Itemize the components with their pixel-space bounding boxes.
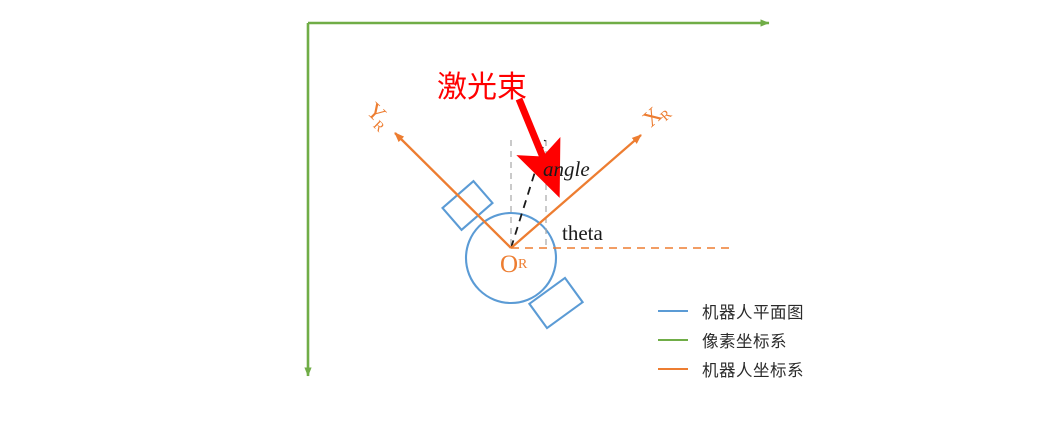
legend-item-pixel-frame: 像素坐标系 [658, 325, 918, 354]
origin-label-subscript: R [518, 257, 528, 272]
line-swatch-icon [658, 309, 688, 312]
origin-label-group: O R [500, 251, 528, 278]
pixel-coordinate-system [304, 19, 770, 377]
legend: 机器人平面图 像素坐标系 机器人坐标系 [658, 296, 918, 383]
theta-label: theta [562, 221, 603, 245]
laser-beam-label: 激光束 [437, 70, 527, 105]
legend-label-robot-frame: 机器人坐标系 [702, 360, 804, 380]
x-axis-label-group: X R [638, 102, 676, 132]
robot-y-axis [394, 132, 512, 249]
robot-x-axis [510, 134, 642, 249]
robot-wheel-right [527, 276, 585, 330]
legend-label-robot-plan: 机器人平面图 [702, 302, 804, 322]
y-axis-label-group: Y R [362, 98, 392, 136]
robot-chassis-circle [464, 211, 558, 305]
laser-beam-callout: 激光束 [437, 70, 561, 198]
line-swatch-icon [658, 367, 688, 370]
angle-label: angle [543, 157, 590, 181]
origin-label: O [500, 251, 518, 278]
line-swatch-icon [658, 338, 688, 341]
legend-item-robot-plan: 机器人平面图 [658, 296, 918, 325]
laser-beam-arrow [515, 97, 561, 198]
robot-coordinate-system: X R Y R O R [362, 98, 676, 278]
legend-item-robot-frame: 机器人坐标系 [658, 354, 918, 383]
legend-label-pixel-frame: 像素坐标系 [702, 331, 787, 351]
